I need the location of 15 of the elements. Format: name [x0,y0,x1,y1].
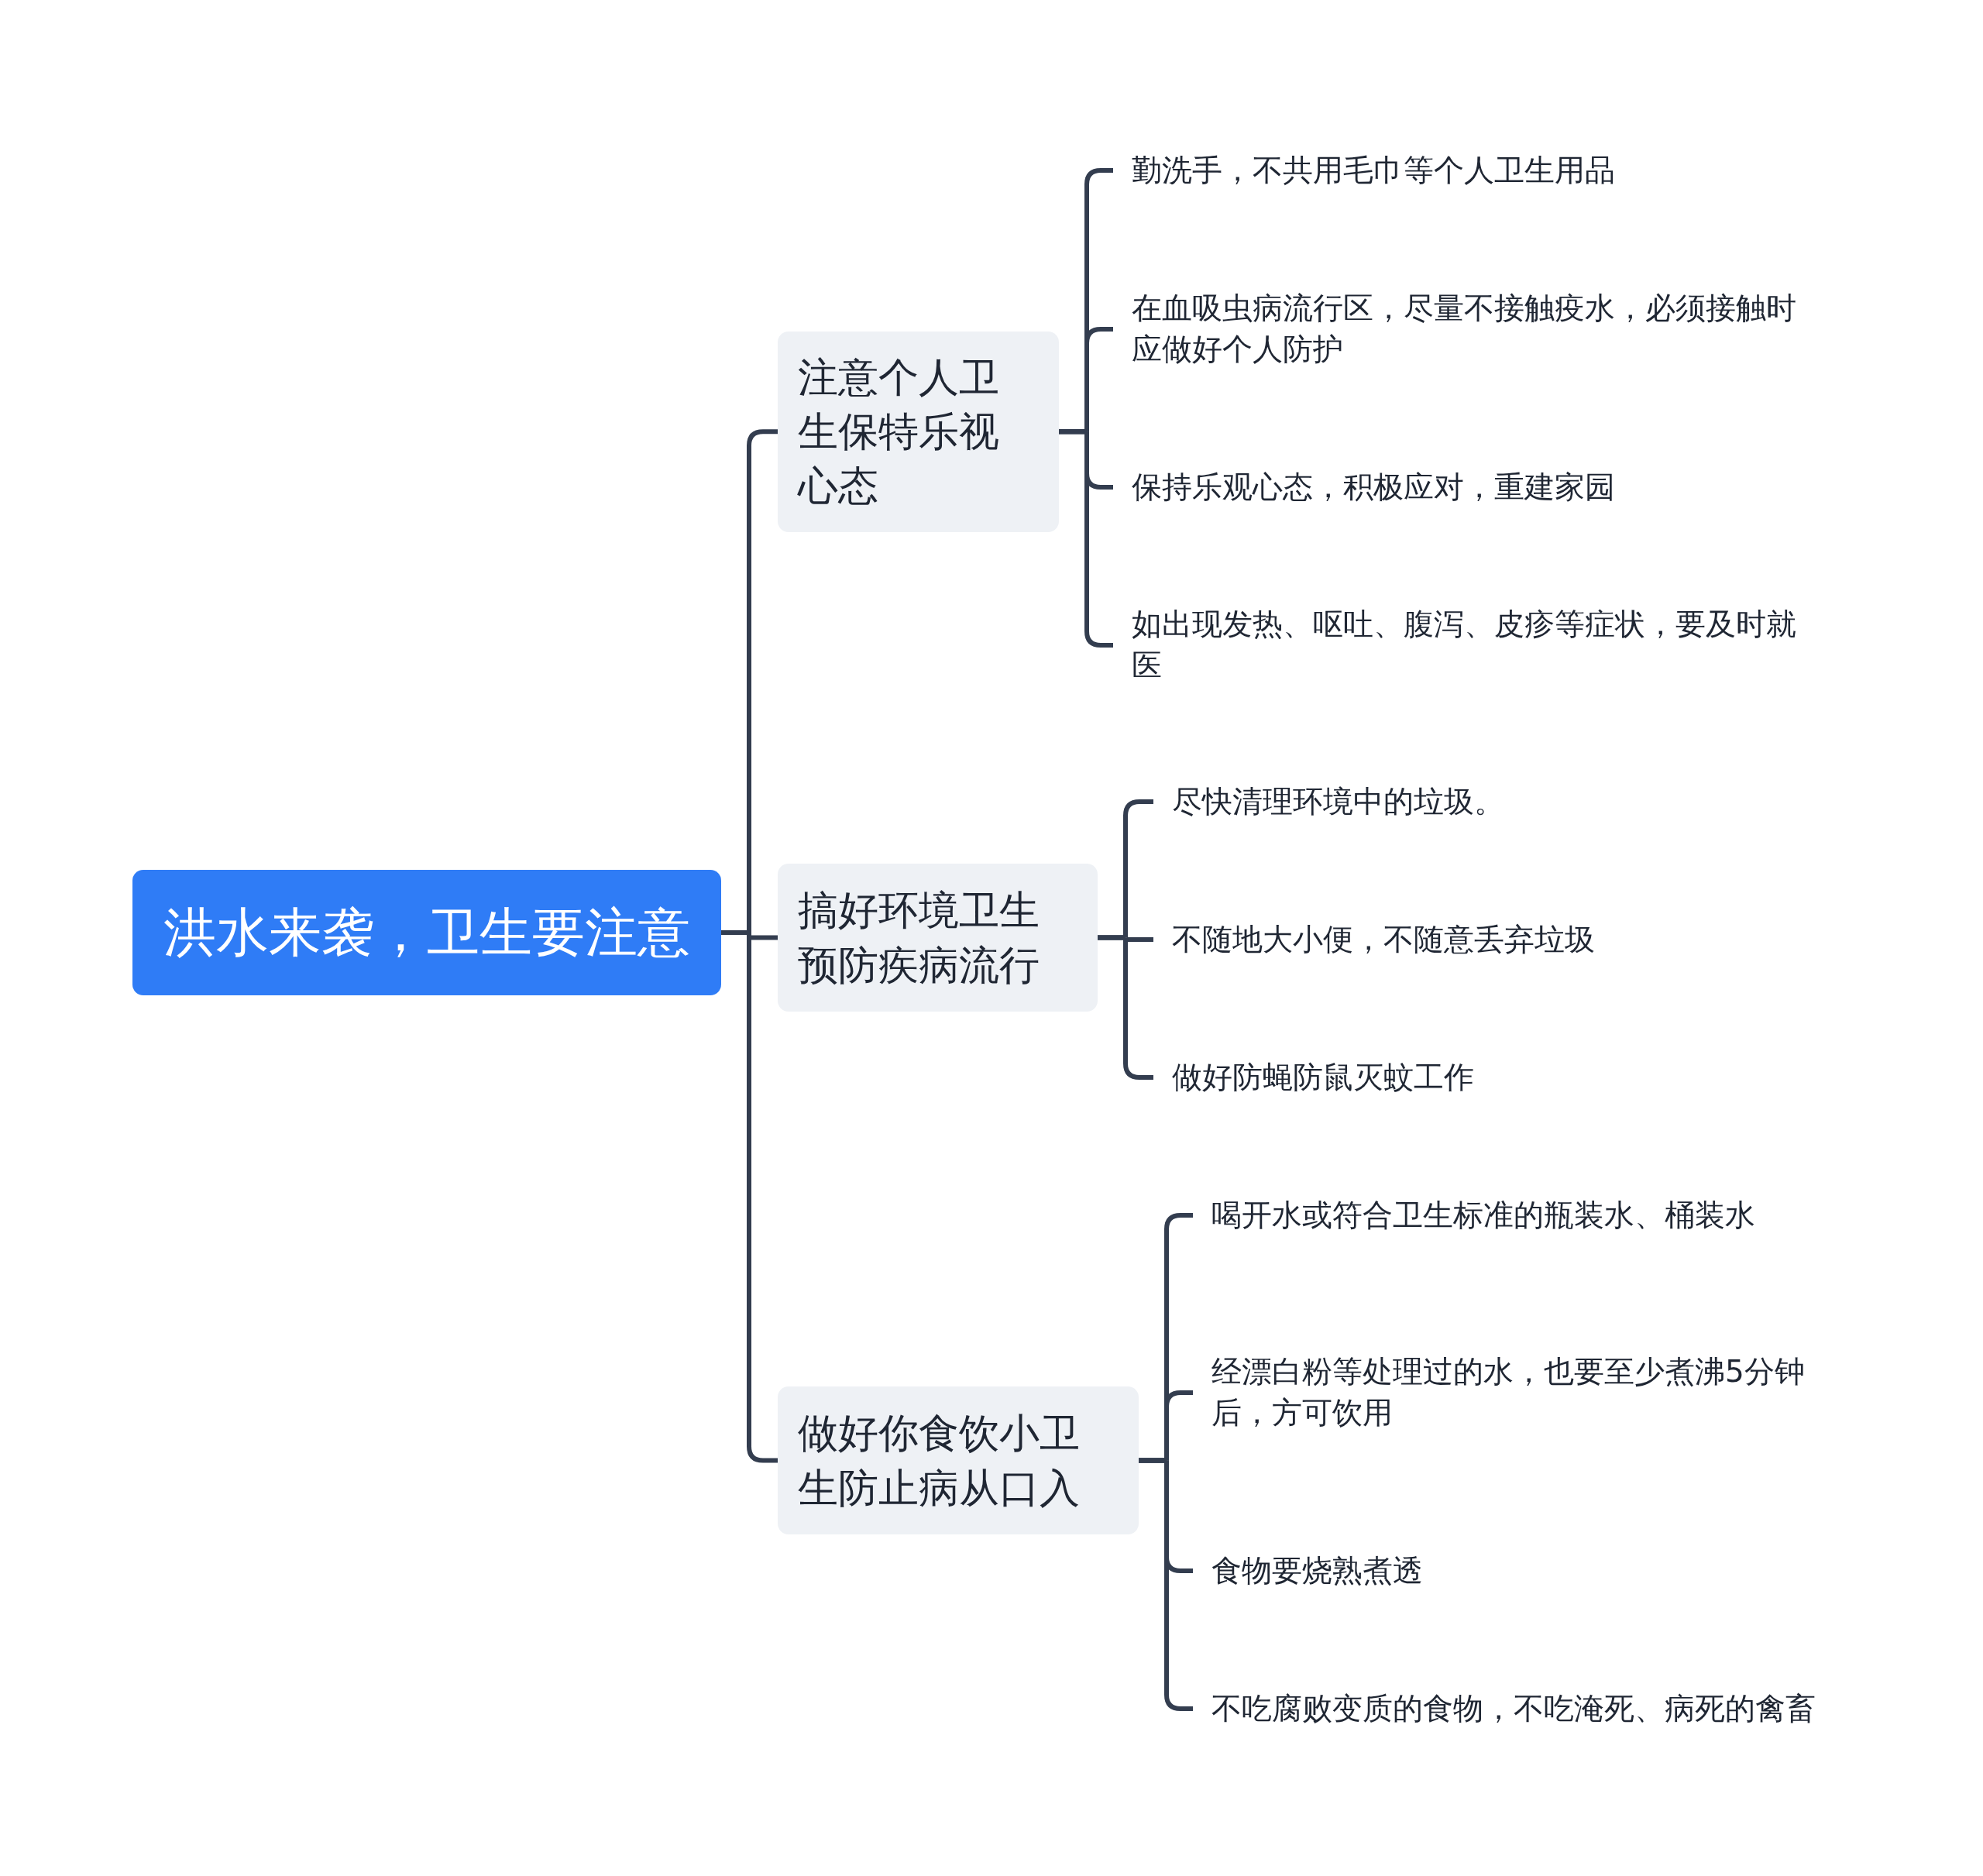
subtopic-text: 如出现发热、呕吐、腹泻、皮疹等症状，要及时就医 [1132,606,1797,684]
subtopic-text: 在血吸虫病流行区，尽量不接触疫水，必须接触时应做好个人防护 [1132,290,1797,368]
topic-box: 做好你食饮小卫生防止病从口入 [778,1386,1139,1534]
subtopic-text: 喝开水或符合卫生标准的瓶装水、桶装水 [1211,1196,1755,1234]
subtopic-text: 不吃腐败变质的食物，不吃淹死、病死的禽畜 [1211,1689,1816,1727]
subtopic-text: 做好防蝇防鼠灭蚊工作 [1172,1058,1474,1096]
topic-box: 注意个人卫生保特乐视心态 [778,332,1059,532]
central-topic-box: 洪水来袭，卫生要注意 [132,870,721,995]
subtopic-text: 保持乐观心态，积极应对，重建家园 [1132,468,1615,506]
subtopic-text: 不随地大小便，不随意丢弃垃圾 [1172,920,1595,958]
topic-box: 搞好环境卫生预防疾病流行 [778,864,1098,1012]
subtopic-text: 食物要烧熟煮透 [1211,1551,1423,1589]
subtopic-text: 经漂白粉等处理过的水，也要至少煮沸5分钟后，方可饮用 [1211,1353,1806,1431]
subtopic-text: 尽快清理环境中的垃圾。 [1172,782,1504,820]
subtopic-text: 勤洗手，不共用毛巾等个人卫生用品 [1132,151,1615,189]
